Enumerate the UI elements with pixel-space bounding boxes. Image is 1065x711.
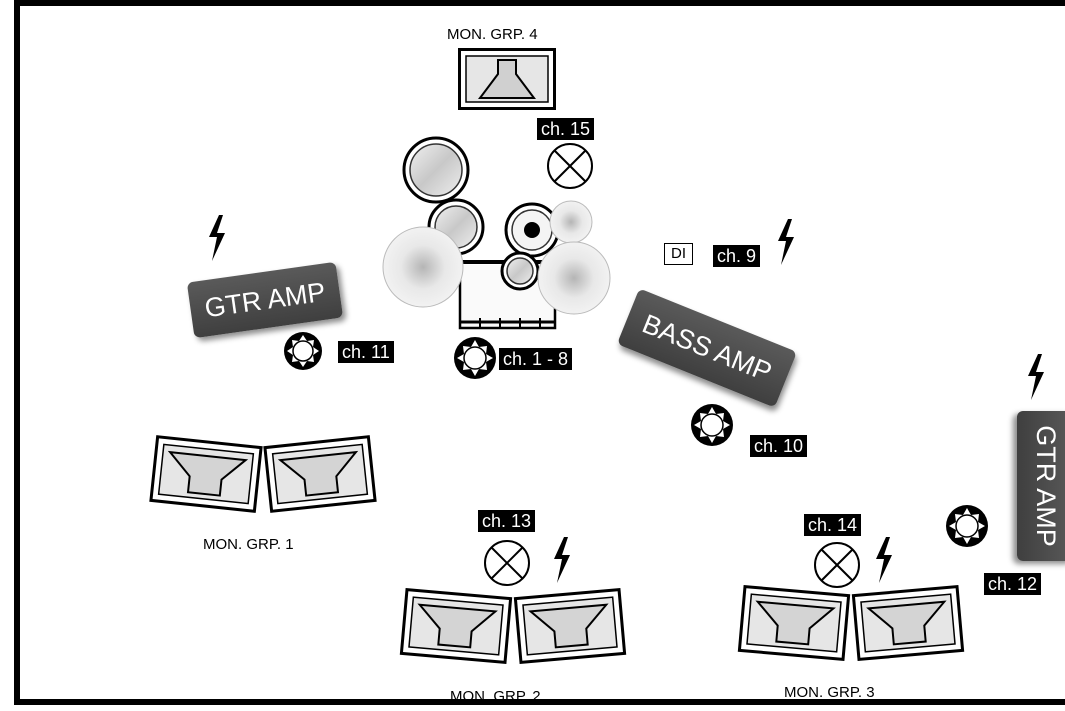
overhead-mic-icon <box>547 143 593 189</box>
mon-grp-1-label: MON. GRP. 1 <box>203 536 294 553</box>
overhead-mic-icon <box>814 542 860 588</box>
speaker-mic-icon <box>691 404 733 446</box>
channel-label-1-8: ch. 1 - 8 <box>499 348 573 370</box>
channel-label-11: ch. 11 <box>338 341 394 363</box>
power-outlet-icon <box>1028 354 1044 400</box>
mon-grp-4-label: MON. GRP. 4 <box>447 26 538 43</box>
power-outlet-icon <box>876 537 892 583</box>
mon-grp-2-label: MON. GRP. 2 <box>450 688 541 705</box>
power-outlet-icon <box>778 219 794 265</box>
monitor-wedge-icon <box>458 48 556 110</box>
drum-kit-icon <box>382 136 611 330</box>
speaker-mic-icon <box>946 505 988 547</box>
channel-label-15: ch. 15 <box>537 118 595 140</box>
speaker-mic-icon <box>454 337 496 379</box>
channel-label-12: ch. 12 <box>984 573 1042 595</box>
channel-label-10: ch. 10 <box>750 435 808 457</box>
di-box: DI <box>664 243 693 265</box>
mon-grp-3-label: MON. GRP. 3 <box>784 684 875 701</box>
power-outlet-icon <box>209 215 225 261</box>
guitar-amp-right: GTR AMP <box>1017 411 1065 561</box>
monitor-wedge-pair-icon <box>399 587 627 665</box>
channel-label-13: ch. 13 <box>478 510 536 532</box>
stage-border <box>14 0 1065 705</box>
speaker-mic-icon <box>284 332 322 370</box>
monitor-wedge-pair-icon <box>149 435 377 513</box>
overhead-mic-icon <box>484 540 530 586</box>
channel-label-14: ch. 14 <box>804 514 862 536</box>
power-outlet-icon <box>554 537 570 583</box>
channel-label-9: ch. 9 <box>713 245 761 267</box>
monitor-wedge-pair-icon <box>737 584 965 662</box>
